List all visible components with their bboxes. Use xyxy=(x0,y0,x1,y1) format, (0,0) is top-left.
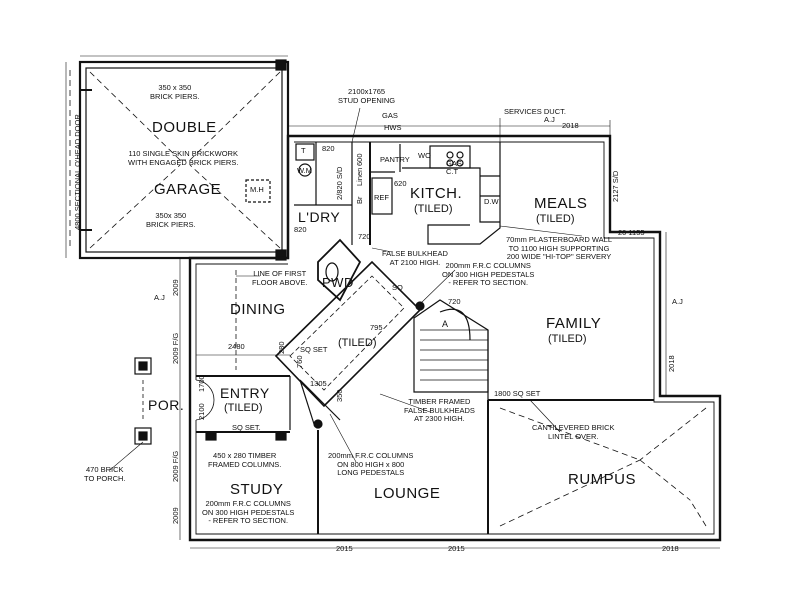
room-sublabel-kitchen: (TILED) xyxy=(414,203,453,215)
dim-2100: 2100 xyxy=(197,403,206,420)
dim-2015b: 2015 xyxy=(448,544,465,553)
marker-aj-left: A.J xyxy=(154,293,165,302)
note-cantilevered: CANTILEVERED BRICK LINTEL OVER. xyxy=(532,423,615,441)
note-frc-study: 200mm F.R.C COLUMNS ON 300 HIGH PEDESTAL… xyxy=(202,499,295,526)
room-label-garage-1: DOUBLE xyxy=(152,119,217,136)
room-label-garage-2: GARAGE xyxy=(154,181,222,198)
dim-2018-right: 2018 xyxy=(667,355,676,372)
room-label-kitchen: KITCH. xyxy=(410,185,463,202)
note-sectional-door: 4800 SECTIONAL O'HEAD DOOR. xyxy=(73,112,82,230)
dim-820a: 820 xyxy=(322,144,335,153)
dim-1800-sq: 1800 SQ SET xyxy=(494,389,541,398)
dim-2018-bottom: 2018 xyxy=(662,544,679,553)
fixture-gas-ct: GAS C.T xyxy=(446,159,462,176)
dim-2018-top: 2018 xyxy=(562,121,579,130)
dim-350: 350 xyxy=(335,389,344,402)
dim-2009-fg2: 2009 F/G xyxy=(171,450,180,482)
note-timber-columns: 450 x 280 TIMBER FRAMED COLUMNS. xyxy=(208,451,282,469)
room-label-family: FAMILY xyxy=(546,315,602,332)
room-sublabel-entry: (TILED) xyxy=(224,402,263,414)
note-brick-piers-bottom: 350x 350 BRICK PIERS. xyxy=(146,211,196,229)
dim-2127: 2127 S/D xyxy=(611,170,620,202)
dim-280: 280 xyxy=(277,341,286,354)
dim-2015a: 2015 xyxy=(336,544,353,553)
dim-sq-set-c: SQ xyxy=(392,283,403,292)
dim-2009b: 2009 xyxy=(171,507,180,524)
dim-760: 760 xyxy=(295,355,304,368)
dim-sq-set-b: SQ SET xyxy=(300,345,328,354)
room-label-rumpus: RUMPUS xyxy=(568,471,637,488)
note-false-bulkhead: FALSE BULKHEAD AT 2100 HIGH. xyxy=(382,249,448,267)
fixture-gas: GAS xyxy=(382,111,398,120)
room-label-lounge: LOUNGE xyxy=(374,485,441,502)
room-label-laundry: L'DRY xyxy=(298,209,341,225)
fixture-ref: REF xyxy=(374,193,389,202)
dim-720b: 720 xyxy=(448,297,461,306)
dim-2009-fg1: 2009 F/G xyxy=(171,332,180,364)
dim-1155: 20 1155 xyxy=(618,228,645,237)
note-frc-long: 200mm F.R.C COLUMNS ON 800 HIGH x 800 LO… xyxy=(328,451,414,478)
room-sublabel-family: (TILED) xyxy=(548,333,587,345)
marker-aj-right: A.J xyxy=(672,297,683,306)
dim-720a: 720 xyxy=(358,232,371,241)
dim-600: 600 xyxy=(355,153,364,166)
room-label-dining: DINING xyxy=(230,301,286,318)
room-label-porch: POR. xyxy=(148,397,185,413)
room-label-entry: ENTRY xyxy=(220,385,270,401)
fixture-wm: W.M xyxy=(297,166,312,175)
note-brickwork: 110 SINGLE SKIN BRICKWORK WITH ENGAGED B… xyxy=(128,149,239,167)
room-label-study: STUDY xyxy=(230,481,284,498)
note-plasterboard: 70mm PLASTERBOARD WALL TO 1100 HIGH SUPP… xyxy=(506,235,612,262)
room-label-pwd: PWD xyxy=(322,275,354,290)
dim-1305: 1305 xyxy=(310,379,327,388)
fixture-dw: D.W xyxy=(484,197,499,206)
dim-795: 795 xyxy=(370,323,383,332)
fixture-linen: Linen xyxy=(355,167,364,186)
note-services-duct: SERVICES DUCT. xyxy=(504,107,566,116)
note-frc-columns-top: 200mm F.R.C COLUMNS ON 300 HIGH PEDESTAL… xyxy=(442,261,535,288)
note-first-floor: LINE OF FIRST FLOOR ABOVE. xyxy=(252,269,308,287)
marker-aj-top: A.J xyxy=(544,115,555,124)
dim-2-820: 2/820 S/D xyxy=(335,166,344,200)
dim-2480: 2480 xyxy=(228,342,245,351)
fixture-wo: WO xyxy=(418,151,431,160)
note-timber-framed: TIMBER FRAMED FALSE BULKHEADS AT 2300 HI… xyxy=(404,397,475,424)
dim-sq-set-a: SQ SET. xyxy=(232,423,261,432)
room-sublabel-meals: (TILED) xyxy=(536,213,575,225)
stair-mark: A xyxy=(442,319,449,329)
note-stud-opening: 2100x1765 STUD OPENING xyxy=(338,87,396,105)
fixture-br: Br xyxy=(355,196,364,205)
dim-2009a: 2009 xyxy=(171,279,180,296)
dim-1700: 1700 xyxy=(197,375,206,392)
note-brick-porch: 470 BRICK TO PORCH. xyxy=(84,465,126,483)
room-label-meals: MEALS xyxy=(534,195,588,212)
fixture-pantry: PANTRY xyxy=(380,155,410,164)
fixture-hws: HWS xyxy=(384,123,402,132)
fixture-t: T xyxy=(301,146,306,155)
dim-620: 620 xyxy=(394,179,407,188)
room-sublabel-hall: (TILED) xyxy=(338,337,377,349)
fixture-mh: M.H xyxy=(250,185,264,194)
dim-820b: 820 xyxy=(294,225,307,234)
note-brick-piers-top: 350 x 350 BRICK PIERS. xyxy=(150,83,200,101)
